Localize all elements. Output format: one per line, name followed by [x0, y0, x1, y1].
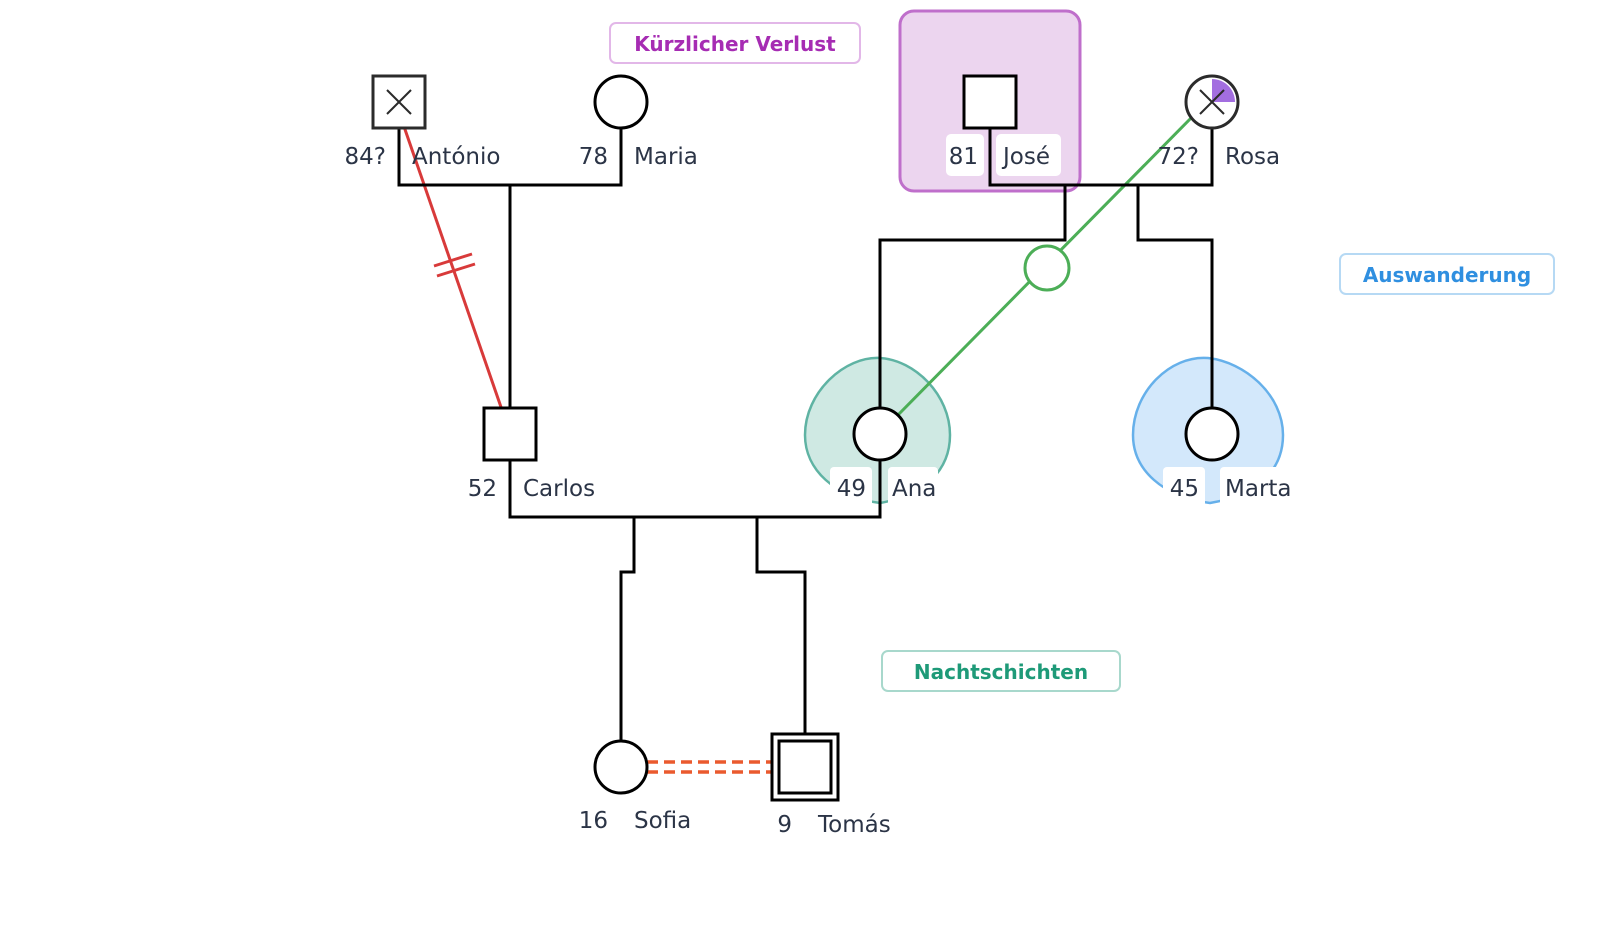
marta-name-bg	[1220, 467, 1288, 507]
cutoff-mark-1	[433, 252, 473, 268]
marta-age-bg	[1163, 467, 1205, 507]
cutoff-line-antonio-carlos	[398, 114, 504, 411]
jose-age-bg	[946, 134, 984, 176]
jose-name: José	[1001, 144, 1050, 170]
marta-age: 45	[1170, 476, 1199, 502]
tomas-name: Tomás	[817, 812, 891, 838]
rosa-symbol[interactable]	[1184, 74, 1240, 130]
close-relationship-marker	[1023, 244, 1071, 292]
night-shifts-annotation: Nachtschichten	[881, 650, 1121, 692]
rosa-name: Rosa	[1225, 144, 1280, 170]
emigration-annotation-text: Auswanderung	[1363, 263, 1531, 287]
family-lines	[397, 128, 1214, 742]
emigration-annotation: Auswanderung	[1339, 253, 1555, 295]
maria-name: Maria	[634, 144, 698, 170]
ana-age: 49	[837, 476, 866, 502]
carlos-symbol[interactable]	[482, 406, 538, 462]
antonio-symbol[interactable]	[371, 74, 427, 130]
rosa-age: 72?	[1158, 144, 1199, 170]
carlos-name: Carlos	[523, 476, 595, 502]
carlos-age: 52	[468, 476, 497, 502]
maria-age: 78	[579, 144, 608, 170]
tomas-symbol[interactable]	[770, 732, 840, 802]
marta-symbol[interactable]	[1184, 406, 1240, 462]
ana-symbol[interactable]	[852, 406, 908, 462]
marta-name: Marta	[1225, 476, 1292, 502]
antonio-name: António	[412, 144, 500, 170]
loss-annotation-text: Kürzlicher Verlust	[634, 32, 836, 56]
maria-symbol[interactable]	[593, 74, 649, 130]
ana-age-bg	[830, 467, 872, 507]
ana-name-bg	[888, 467, 938, 507]
jose-name-bg	[996, 134, 1061, 176]
loss-annotation: Kürzlicher Verlust	[609, 22, 861, 64]
jose-symbol[interactable]	[962, 74, 1018, 130]
sofia-age: 16	[579, 808, 608, 834]
sofia-name: Sofia	[634, 808, 691, 834]
tomas-age: 9	[777, 812, 792, 838]
jose-age: 81	[949, 144, 978, 170]
antonio-age: 84?	[345, 144, 386, 170]
cutoff-mark-2	[436, 262, 476, 278]
sofia-symbol[interactable]	[593, 739, 649, 795]
night-shifts-annotation-text: Nachtschichten	[914, 660, 1088, 684]
ana-name: Ana	[892, 476, 936, 502]
